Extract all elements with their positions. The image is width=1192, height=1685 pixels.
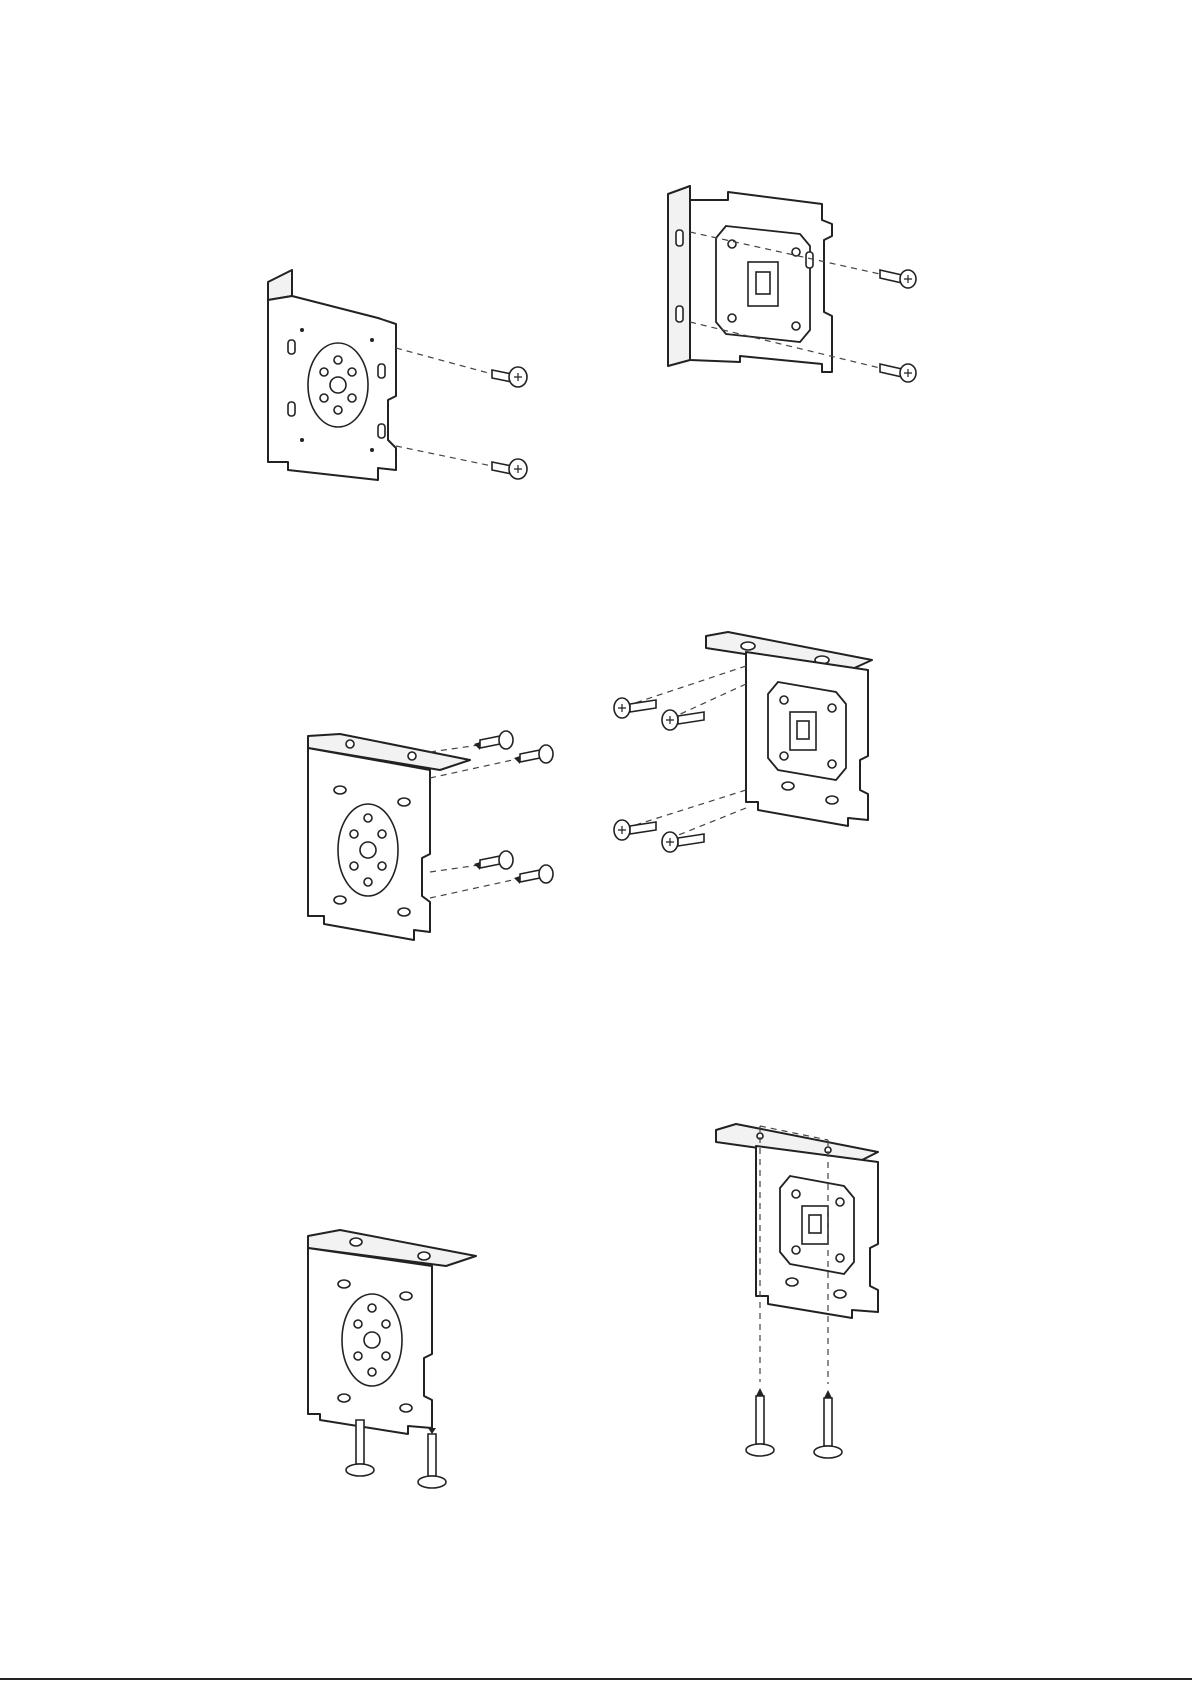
screw-icon bbox=[514, 865, 553, 884]
screw-icon bbox=[614, 698, 656, 718]
panel-6-bracket-sub-plate-bottom-screws bbox=[716, 1124, 878, 1458]
screw-icon bbox=[474, 731, 513, 750]
screw-icon bbox=[880, 364, 916, 382]
screw-icon bbox=[746, 1388, 774, 1456]
panel-1-bracket-side-screws bbox=[268, 270, 527, 480]
screw-icon bbox=[492, 367, 527, 387]
screw-icon bbox=[492, 459, 527, 479]
panel-3-bracket-top-flange-four-screws bbox=[308, 731, 553, 940]
bracket-flange bbox=[668, 186, 690, 366]
panel-2-bracket-rear-screws bbox=[668, 186, 916, 382]
screw-icon bbox=[418, 1428, 446, 1488]
screw-icon bbox=[514, 745, 553, 764]
panel-5-bracket-bottom-screws bbox=[308, 1230, 476, 1488]
bracket-flange bbox=[268, 270, 292, 300]
page-bottom-rule bbox=[0, 1678, 1192, 1680]
screw-icon bbox=[814, 1390, 842, 1458]
screw-icon bbox=[662, 832, 704, 852]
screw-icon bbox=[474, 851, 513, 870]
panel-4-bracket-sub-plate-four-screws bbox=[614, 632, 872, 852]
screw-icon bbox=[880, 270, 916, 288]
screw-icon bbox=[614, 820, 656, 840]
